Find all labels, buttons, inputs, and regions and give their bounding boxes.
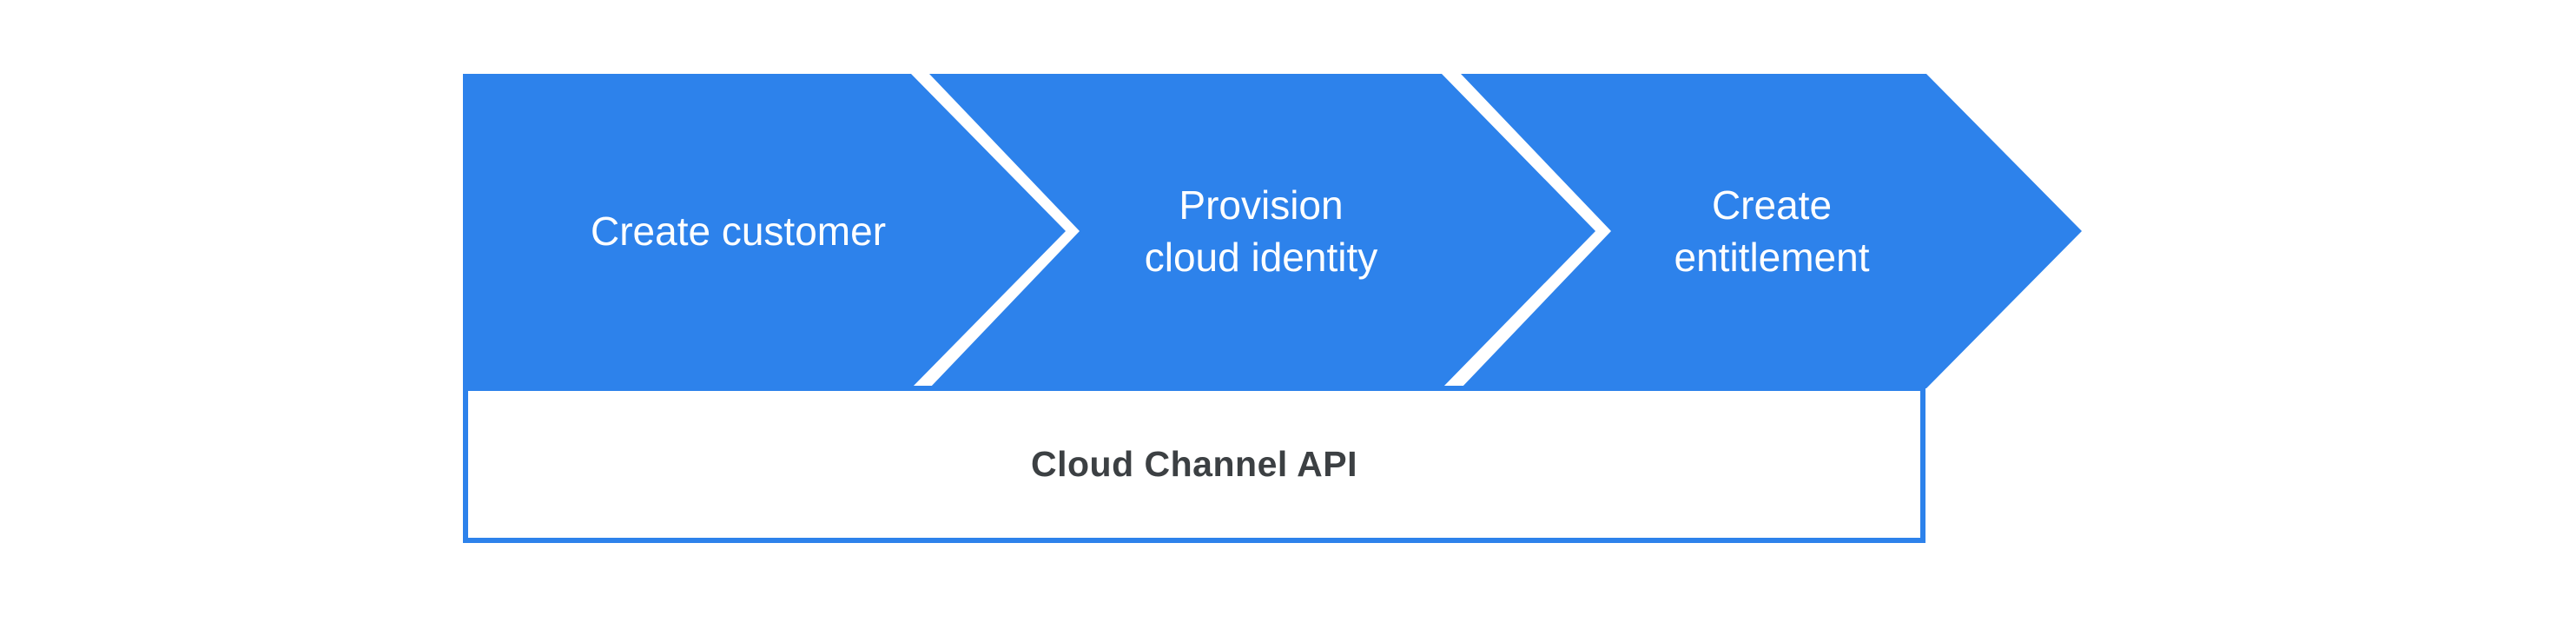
step-label-create-entitlement: Create entitlement <box>1674 179 1869 283</box>
cloud-channel-api-label: Cloud Channel API <box>1031 444 1357 484</box>
step-label-line: cloud identity <box>1144 235 1378 280</box>
step-label-line: Create <box>1711 182 1833 228</box>
step-label-create-customer: Create customer <box>591 205 886 257</box>
step-label-provision-cloud-identity: Provision cloud identity <box>1145 179 1378 283</box>
step-label-line: Create customer <box>590 209 887 254</box>
cloud-channel-api-box: Cloud Channel API <box>463 386 1925 543</box>
process-arrow-banner: Create customer Provision cloud identity… <box>463 74 2082 388</box>
step-label-line: entitlement <box>1674 235 1870 280</box>
step-label-line: Provision <box>1179 182 1344 228</box>
